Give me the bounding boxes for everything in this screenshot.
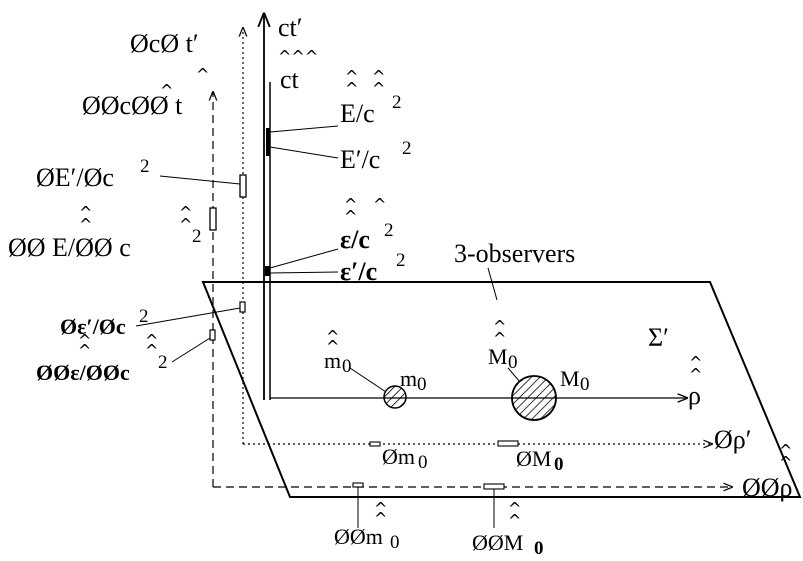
m-hat-hats-2: ^ (326, 337, 339, 356)
phiphi-m-marker (352, 482, 364, 488)
m-label: m (400, 366, 417, 391)
mass-m (383, 385, 407, 409)
phiphi-m-hats: ^ (374, 499, 387, 518)
leader-phiphi-eps (171, 337, 211, 363)
phiphi-E-marker (209, 207, 217, 231)
ct-hat-hats: ^^^ (278, 47, 318, 66)
observer-plane (201, 281, 802, 498)
phiphi-M-hats: ^ (508, 499, 521, 518)
phi-m-label: Øm (382, 444, 415, 469)
E-tick-marker (266, 128, 270, 156)
phiphi-rho-label: ØØρ (742, 473, 793, 502)
phiphi-c-hat: ^ (160, 81, 173, 100)
phiphi-M-marker (483, 483, 505, 490)
phi-E-prime-exp: 2 (140, 156, 150, 177)
ct-hat-label: ct (280, 65, 300, 94)
leader-eps-hat (269, 248, 339, 269)
leader-E-prime (269, 146, 339, 159)
E-hat-hats: ^ (345, 67, 358, 86)
phiphi-eps-hats-2: ^ (78, 341, 91, 360)
M-hat-sub: 0 (508, 352, 518, 373)
eps-hat-exp: 2 (384, 220, 394, 241)
phi-E-marker (239, 174, 247, 198)
ct-prime-label: ct′ (278, 13, 302, 42)
phiphi-m-hats-2: ^ (374, 509, 387, 528)
M-hat-hats-2: ^ (493, 329, 506, 348)
phiphi-m-sub: 0 (390, 532, 400, 553)
phi-eps-marker (239, 301, 246, 313)
m-sub: 0 (417, 374, 427, 395)
M-hat-label: M (488, 344, 508, 369)
mass-M (511, 375, 557, 421)
observers-label: 3-observers (454, 239, 575, 268)
m-hat-hats: ^ (326, 327, 339, 346)
phi-rho-prime-label: Øρ′ (714, 425, 751, 454)
phiphi-eps-hat-label: ØØε/ØØc (36, 360, 130, 385)
eps-c-hats: ^ (373, 195, 386, 214)
leader-observers (487, 267, 498, 301)
E-hat-hats-2: ^ (345, 79, 358, 98)
phi-M-sub: 0 (554, 454, 564, 475)
E-prime-over-c2-label: E′/c (340, 145, 380, 174)
leader-phi-E (159, 175, 241, 185)
eps-hat-hats-2: ^ (344, 207, 357, 226)
E-hat-c-hats-2: ^ (372, 79, 385, 98)
E-hat-over-c2-label: E/c (340, 99, 375, 128)
eps-tick-marker (265, 266, 270, 276)
E-hat-exp: 2 (392, 92, 402, 113)
leader-M-hat (507, 367, 521, 383)
leader-eps-prime (269, 271, 339, 274)
eps-prime-exp: 2 (396, 250, 406, 271)
phi-m-marker (369, 441, 381, 447)
phi-eps-prime-label: Øε′/Øc (60, 314, 126, 339)
phi-M-marker (497, 440, 519, 447)
phiphi-M-label: ØØM (472, 530, 523, 555)
phi-M-label: ØM (516, 446, 551, 471)
phiphi-eps-c-hats: ^ (145, 331, 158, 350)
rho-hat-hats: ^ (689, 353, 702, 372)
eps-prime-over-c2-label: ε′/c (340, 257, 377, 286)
m-hat-label: m (324, 348, 341, 373)
phiphi-eps-hats: ^ (78, 331, 91, 350)
phiphi-E-hats-2: ^ (79, 215, 92, 234)
M-hat-hats: ^ (493, 317, 506, 336)
phiphi-rho-hats-2: ^ (779, 453, 792, 472)
leader-phi-eps (135, 307, 241, 327)
phiphi-E-hats: ^ (79, 203, 92, 222)
leader-m-hat (349, 367, 387, 393)
phiphi-M-hats-2: ^ (508, 511, 521, 530)
leader-E-hat (269, 125, 339, 133)
phiphi-eps-exp: 2 (158, 352, 168, 373)
phiphi-c-hats: ^ (179, 203, 192, 222)
phiphi-rho-hats: ^ (779, 441, 792, 460)
M-sub: 0 (580, 374, 590, 395)
phiphi-E-exp: 2 (192, 226, 202, 247)
eps-hat-over-c2-label: ε/c (340, 225, 370, 254)
M-label: M (560, 366, 580, 391)
phiphi-eps-marker (209, 329, 216, 341)
phi-c-phi-t-prime-label: ØcØ t′ (130, 29, 199, 58)
E-prime-exp: 2 (402, 138, 412, 159)
eps-hat-hats: ^ (344, 195, 357, 214)
phiphi-M-sub: 0 (534, 538, 544, 559)
phiphi-c-phiphi-t-label: ØØcØØ t (82, 91, 183, 120)
rho-hat-label: ρ (688, 381, 701, 410)
phi-eps-prime-exp: 2 (139, 306, 149, 327)
phiphi-t-hat: ^ (196, 65, 209, 84)
phiphi-eps-c-hats-2: ^ (145, 341, 158, 360)
phiphi-m-label: ØØm (334, 524, 383, 549)
phiphi-E-hat-label: ØØ E/ØØ c (8, 233, 131, 262)
phi-E-prime-label: ØE′/Øc (36, 163, 114, 192)
E-hat-c-hats: ^ (372, 67, 385, 86)
sigma-prime-label: Σ′ (648, 323, 669, 352)
phi-m-sub: 0 (418, 452, 428, 473)
rho-hat-hats-2: ^ (689, 365, 702, 384)
m-hat-sub: 0 (342, 356, 352, 377)
phiphi-c-hats-2: ^ (179, 215, 192, 234)
